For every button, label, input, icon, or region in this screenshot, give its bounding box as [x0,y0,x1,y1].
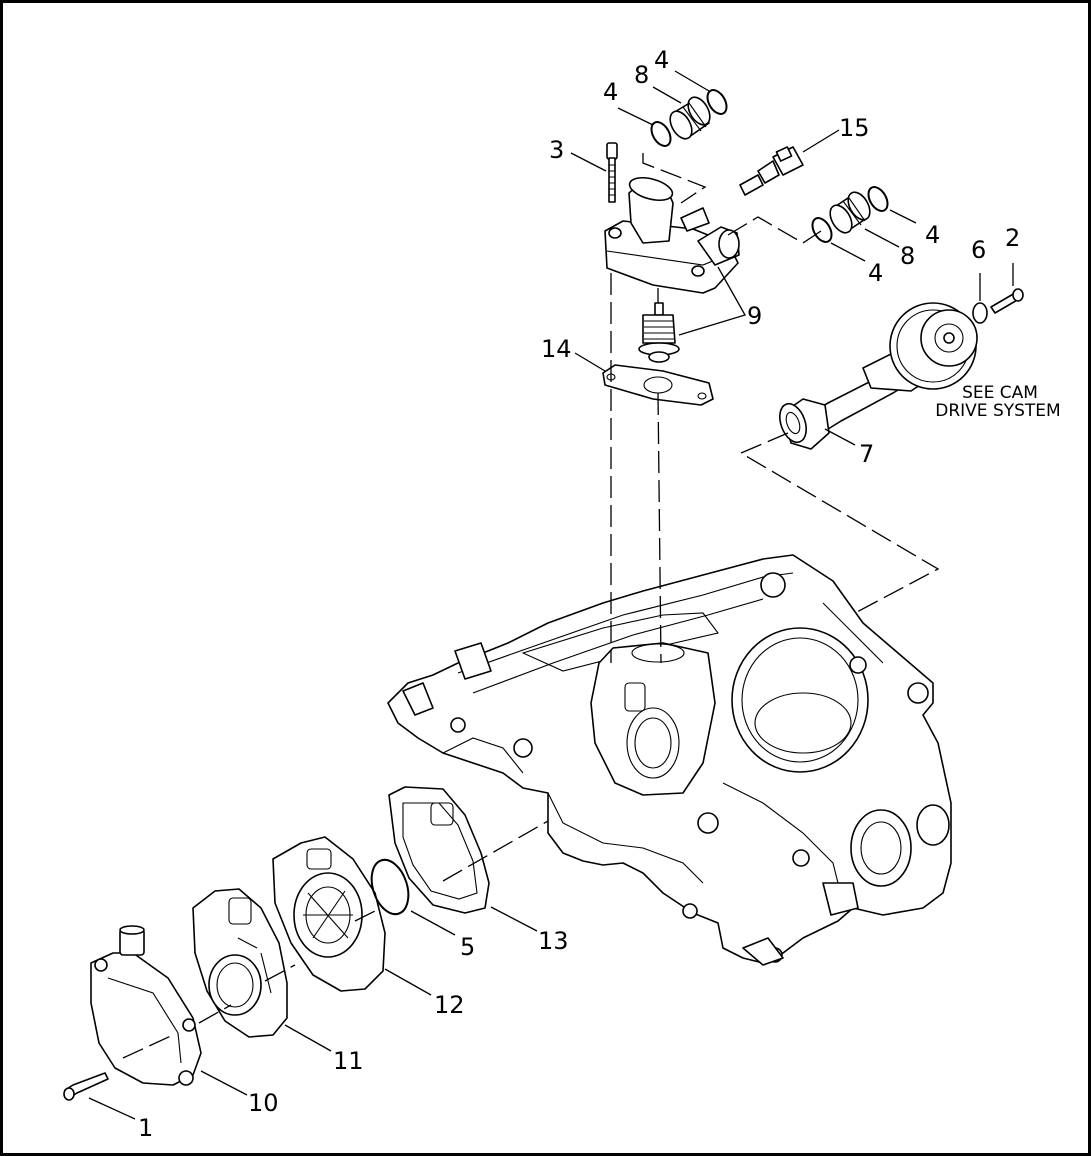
o-ring-right-right [867,186,889,212]
water-pump-cover [90,925,202,1086]
callout-4-right-lower: 4 [868,259,883,287]
temperature-sensor [739,146,804,196]
callout-4-right-upper: 4 [925,221,940,249]
callout-15: 15 [839,114,870,142]
callout-7: 7 [859,440,874,468]
callout-8-right: 8 [900,242,915,270]
bolt-1 [63,1072,109,1101]
cam-drive-note: SEE CAM DRIVE SYSTEM [935,383,1060,421]
callout-11: 11 [333,1047,364,1075]
leader-lines [88,70,1014,1120]
callout-2: 2 [1005,224,1020,252]
callout-4-upper-left: 4 [603,78,618,106]
washer-6 [972,302,988,324]
bolt-2 [990,288,1024,314]
pump-gasket-plate [192,888,288,1038]
crankcase [387,554,952,966]
pump-housing-impeller [272,836,386,992]
thermostat [638,302,680,363]
cam-drive-shaft [779,302,978,450]
o-ring-upper-left [650,121,672,147]
assembly-lines [122,153,940,1059]
exploded-parts-diagram: 1 2 3 4 4 4 4 5 6 7 8 8 9 10 11 12 13 14… [63,46,1061,1142]
o-ring-right-left [811,217,833,243]
fitting-upper [669,96,711,140]
callout-8-upper: 8 [634,61,649,89]
note-line-2: DRIVE SYSTEM [935,401,1060,421]
callout-9: 9 [747,302,762,330]
callout-3: 3 [549,136,564,164]
note-line-1: SEE CAM [962,383,1038,403]
o-ring-5 [370,858,410,916]
callout-5: 5 [460,933,475,961]
o-ring-upper-right [706,89,728,115]
bolt-3 [606,142,618,203]
fitting-right [829,191,871,234]
gasket-13 [388,786,490,914]
thermostat-housing [604,176,740,294]
callout-13: 13 [538,927,569,955]
callout-4-upper-right: 4 [654,46,669,74]
callout-12: 12 [434,991,465,1019]
callout-6: 6 [971,236,986,264]
callout-1: 1 [138,1114,153,1142]
callout-labels: 1 2 3 4 4 4 4 5 6 7 8 8 9 10 11 12 13 14… [138,46,1020,1142]
callout-10: 10 [248,1089,279,1117]
callout-14: 14 [541,335,572,363]
